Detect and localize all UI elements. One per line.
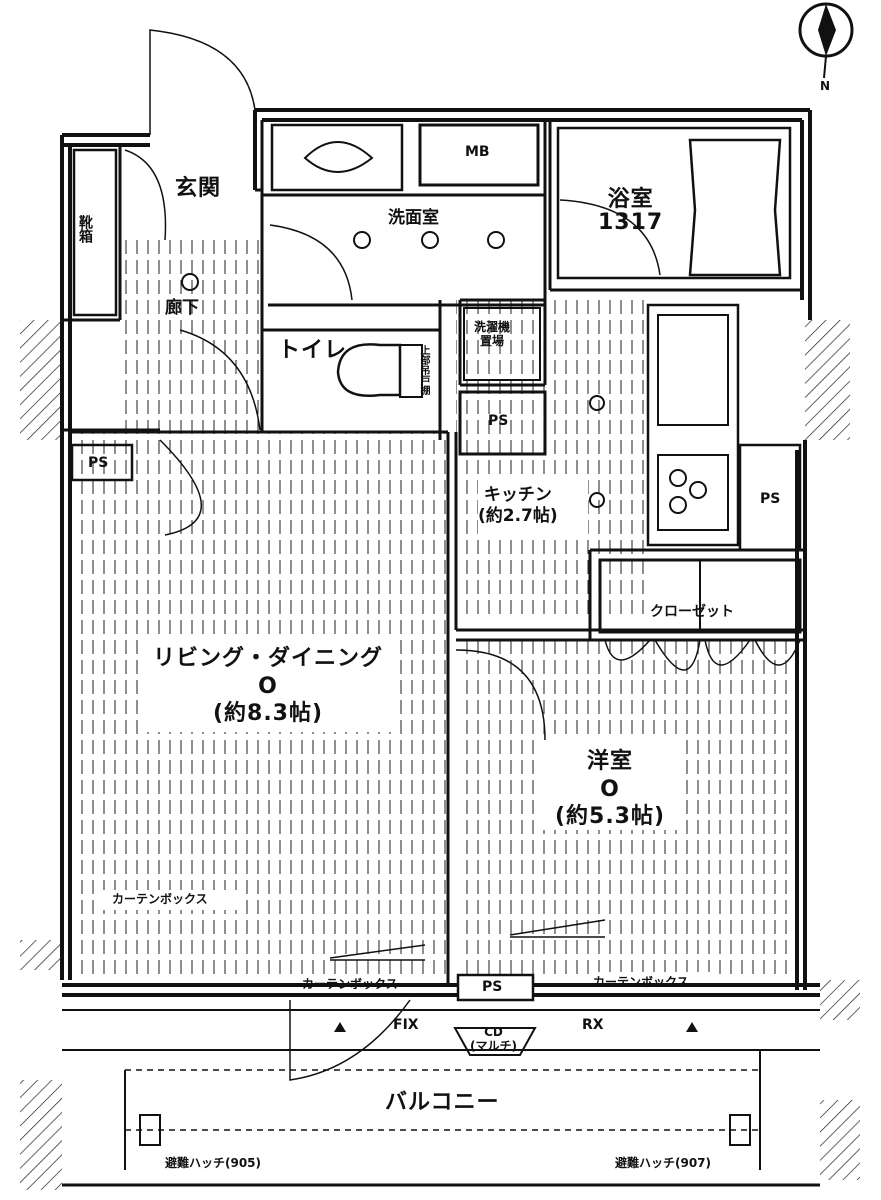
aircon-line2: (マルチ): [470, 1038, 517, 1053]
western-name: 洋室: [586, 749, 633, 774]
fix-label: FIX: [393, 1017, 419, 1033]
curtain-box-left-bottom: カーテンボックス: [302, 977, 398, 991]
living-mark: O: [258, 673, 278, 699]
balcony-outline: [62, 1009, 820, 1187]
direction-markers: [334, 1022, 698, 1032]
mb-label: MB: [465, 144, 490, 160]
vanity-cabinet: [270, 123, 404, 192]
ps-bottom-label: PS: [482, 979, 503, 995]
kitchen-name: キッチン: [483, 485, 552, 505]
exterior-walls: [60, 108, 820, 997]
window-right: [509, 919, 606, 938]
ps-right-box: [738, 443, 802, 552]
bathroom-label: 浴室 1317: [598, 188, 663, 234]
aircon-label: CD (マルチ): [470, 1025, 517, 1054]
balcony-label: バルコニー: [385, 1090, 500, 1115]
living-size: (約8.3帖): [212, 701, 324, 726]
western-size: (約5.3帖): [554, 804, 666, 829]
toilet-tank: [399, 344, 423, 398]
stove-top: [657, 454, 729, 531]
ps-center-label: PS: [488, 413, 509, 429]
curtain-box-right: カーテンボックス: [593, 975, 689, 989]
closet-door-arcs: [604, 639, 801, 671]
stove-burners-icon: [669, 469, 707, 514]
upper-storage-label: 上部吊戸棚: [418, 345, 429, 395]
kitchen-label: キッチン (約2.7帖): [478, 485, 558, 528]
ps-center-box: [458, 390, 547, 456]
bathtub-icon: [688, 138, 782, 277]
curtain-box-left-top: カーテンボックス: [112, 892, 208, 906]
laundry-label: 洗濯機 置場: [474, 320, 510, 349]
rx-label: RX: [582, 1017, 604, 1033]
washroom-fixtures: [353, 231, 505, 249]
hallway-label: 廊下: [165, 298, 199, 318]
hatch-right-label: 避難ハッチ(907): [615, 1156, 712, 1170]
ps-left-label: PS: [88, 455, 109, 471]
kitchen-sink: [657, 314, 729, 426]
living-name: リビング・ダイニング: [152, 646, 383, 671]
washroom-door-arc: [269, 224, 353, 301]
ps-bottom-box: [456, 973, 535, 1002]
bathroom-room: [556, 126, 792, 280]
bathroom-size: 1317: [598, 210, 664, 236]
shoe-storage-box: [72, 148, 118, 317]
compass-north-label: N: [820, 79, 831, 93]
kitchen-size: (約2.7帖): [478, 506, 558, 527]
western-mark: O: [600, 776, 620, 802]
ps-right-label: PS: [760, 491, 781, 507]
hallway-light-icon: [181, 273, 199, 291]
washbasin-icon: [303, 141, 374, 173]
laundry-space: [463, 307, 541, 381]
living-label: リビング・ダイニング O (約8.3帖): [148, 645, 388, 728]
kitchen-lights-icon: [589, 395, 605, 508]
compass-icon: [798, 2, 854, 79]
laundry-line1: 洗濯機: [474, 320, 511, 334]
door-arcs: [124, 29, 546, 1081]
bath-door-arc: [559, 199, 661, 276]
window-left: [329, 944, 426, 961]
interior-walls: [62, 120, 805, 985]
wall-hatching: [20, 320, 860, 1190]
aircon-line1: CD: [484, 1025, 503, 1039]
ps-left-box: [70, 443, 134, 482]
toilet-label: トイレ: [278, 338, 348, 363]
kitchen-counter: [646, 303, 740, 547]
closet-label: クローゼット: [650, 604, 734, 620]
shoe-storage-label: 靴箱: [77, 215, 93, 243]
mb-box: [418, 123, 540, 187]
kitchen-floor: [456, 300, 646, 620]
hatch-left-label: 避難ハッチ(905): [165, 1156, 262, 1170]
entrance-label: 玄関: [175, 176, 222, 201]
bathroom-name: 浴室: [607, 187, 654, 212]
laundry-line2: 置場: [480, 334, 505, 349]
western-room-label: 洋室 O (約5.3帖): [545, 748, 675, 831]
washroom-label: 洗面室: [388, 208, 439, 228]
toilet-icon: [336, 343, 402, 397]
